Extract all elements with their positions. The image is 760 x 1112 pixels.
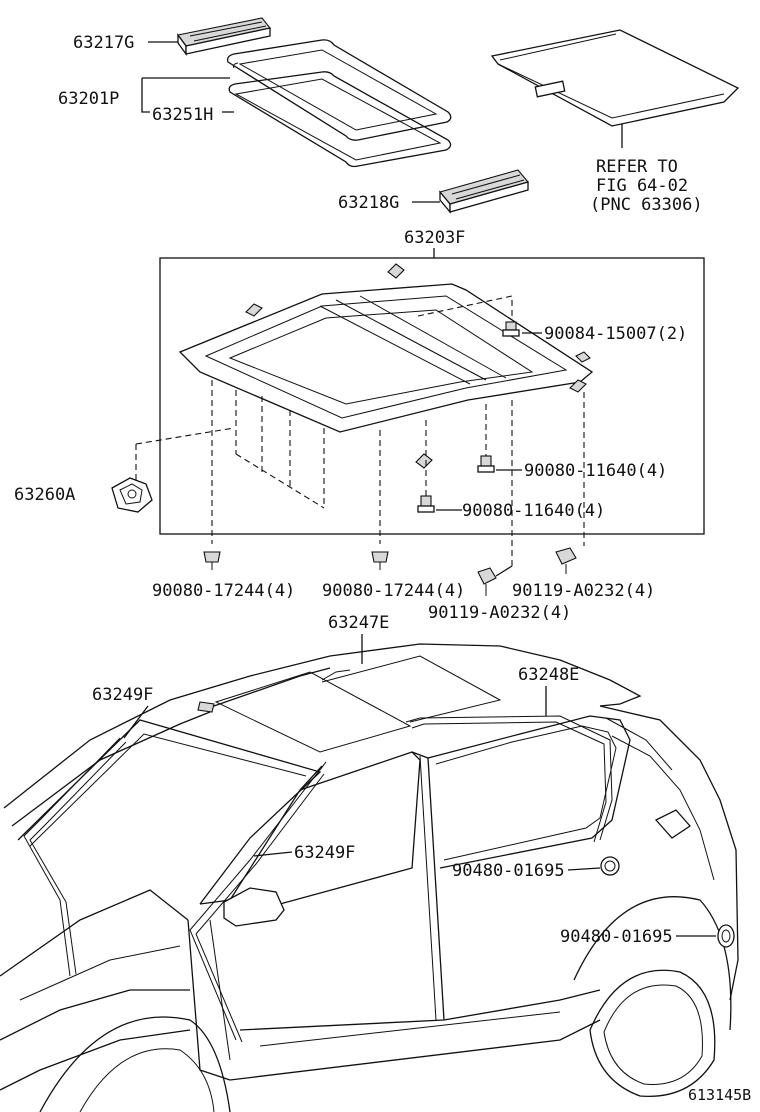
- diagram-id: 613145B: [688, 1086, 751, 1104]
- refer-line-1: REFER TO: [596, 157, 678, 177]
- label-bolt-2: 90080-11640(4): [462, 501, 605, 521]
- sunshade-rail-front-part: [177, 17, 271, 56]
- label-bolt-1: 90080-11640(4): [524, 461, 667, 481]
- label-63248e: 63248E: [518, 665, 579, 685]
- nut-1-part: [203, 551, 221, 570]
- label-grommet-1: 90480-01695: [452, 861, 565, 881]
- label-grommet-2: 90480-01695: [560, 927, 673, 947]
- label-63247e: 63247E: [328, 613, 389, 633]
- sunshade-rail-rear-part: [439, 169, 529, 214]
- motor-part: [111, 477, 153, 513]
- refer-line-3: (PNC 63306): [590, 195, 703, 215]
- label-nut-2: 90080-17244(4): [322, 581, 465, 601]
- label-nut-1: 90080-17244(4): [152, 581, 295, 601]
- leader-63249f-top: [123, 705, 149, 739]
- bolt-2-part: [417, 495, 435, 513]
- label-90084: 90084-15007(2): [544, 324, 687, 344]
- vehicle-body: [0, 643, 739, 1112]
- clip-1-part: [477, 567, 497, 596]
- label-63260a: 63260A: [14, 485, 75, 505]
- label-63251h: 63251H: [152, 105, 213, 125]
- refer-line-2: FIG 64-02: [596, 176, 688, 196]
- label-clip-2: 90119-A0232(4): [512, 581, 655, 601]
- sunshade-part: [490, 29, 740, 127]
- label-63201p: 63201P: [58, 89, 119, 109]
- clip-2-part: [555, 547, 577, 574]
- label-63218g: 63218G: [338, 193, 399, 213]
- frame-box: [159, 257, 705, 535]
- bolt-1-part: [477, 455, 495, 473]
- leader-clip-1a: [495, 565, 513, 577]
- housing-frame-part: [178, 263, 594, 469]
- label-63249f-mid: 63249F: [294, 843, 355, 863]
- label-63203f: 63203F: [404, 228, 465, 248]
- nut-2-part: [371, 551, 389, 570]
- screw-90084-part: [502, 321, 520, 337]
- dashed-guides: [135, 295, 585, 566]
- leader-grommet-1: [567, 867, 601, 871]
- label-63249f-top: 63249F: [92, 685, 153, 705]
- label-63217g: 63217G: [73, 33, 134, 53]
- label-clip-1: 90119-A0232(4): [428, 603, 571, 623]
- glass-weatherstrip-part: [228, 71, 452, 168]
- leader-63249f-mid: [253, 851, 293, 857]
- leader-bracket: [141, 78, 150, 113]
- glass-assembly-part: [226, 39, 452, 141]
